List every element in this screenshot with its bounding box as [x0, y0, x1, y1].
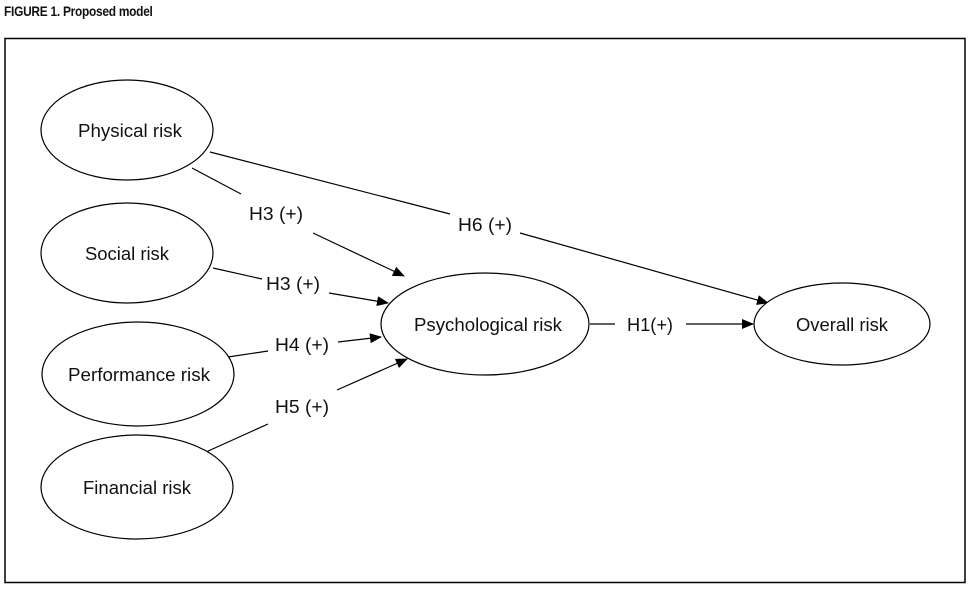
node-label-financial: Financial risk	[83, 478, 192, 498]
edge-label-h4: H4 (+)	[275, 335, 329, 355]
node-label-physical: Physical risk	[78, 121, 183, 141]
node-performance-risk: Performance risk	[41, 321, 235, 427]
node-label-overall: Overall risk	[796, 315, 889, 335]
node-label-psychological: Psychological risk	[414, 315, 563, 335]
edge-label-h6: H6 (+)	[458, 215, 512, 235]
node-label-social: Social risk	[85, 244, 170, 264]
edge-label-h1: H1(+)	[627, 315, 673, 335]
node-financial-risk: Financial risk	[40, 434, 234, 540]
figure-frame	[4, 37, 966, 584]
edge-label-h5: H5 (+)	[275, 397, 329, 417]
node-label-performance: Performance risk	[68, 365, 211, 385]
edge-h6	[209, 151, 769, 305]
edge-h3	[212, 267, 389, 307]
node-psychological-risk: Psychological risk	[380, 272, 590, 376]
edge-label-h2: H3 (+)	[249, 204, 303, 224]
node-overall-risk: Overall risk	[753, 282, 931, 366]
figure-caption: FIGURE 1. Proposed model	[4, 3, 153, 19]
edge-h2	[191, 167, 405, 277]
node-social-risk: Social risk	[40, 202, 214, 304]
node-physical-risk: Physical risk	[40, 79, 214, 181]
edge-label-h3: H3 (+)	[266, 274, 320, 294]
edge-h4	[227, 333, 382, 358]
edge-h5	[205, 358, 408, 453]
